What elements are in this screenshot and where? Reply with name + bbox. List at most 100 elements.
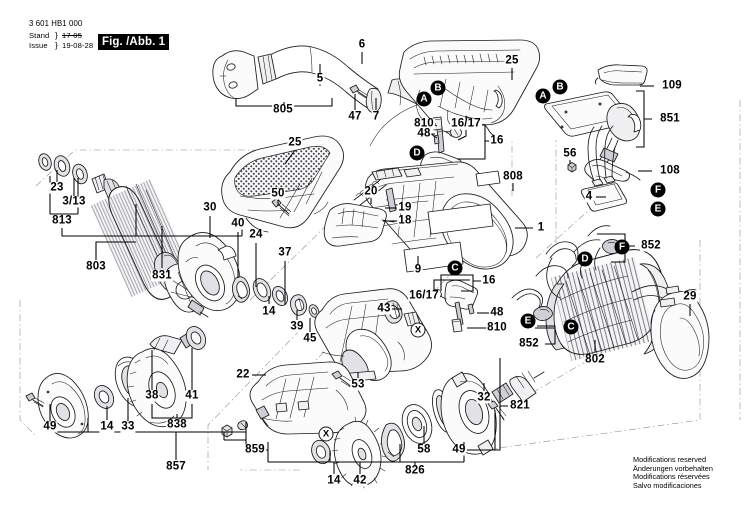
part-washer-14-a: [271, 286, 289, 306]
part-bearing-3-13-a: [53, 155, 71, 177]
part-screw-53: [331, 370, 355, 389]
part-bearing-3-13-b: [72, 163, 88, 185]
revision-row-issue: Issue } 19-08-28: [29, 39, 94, 51]
brace-glyph: }: [55, 39, 58, 50]
callout-number: 803: [85, 260, 107, 273]
callout-number: 857: [165, 460, 187, 473]
callout-number: 37: [277, 246, 293, 259]
callout-number: 23: [49, 181, 65, 194]
part-bearing-14-c: [311, 439, 331, 465]
callout-number: 33: [120, 420, 136, 433]
reference-marker-e: E: [520, 313, 536, 329]
callout-number: 821: [509, 399, 531, 412]
reference-marker-x: X: [410, 322, 426, 338]
callout-number: 851: [659, 112, 681, 125]
callout-number: 41: [184, 389, 200, 402]
callout-number: 53: [350, 378, 366, 391]
callout-number: 50: [270, 187, 286, 200]
callout-number: 14: [99, 420, 115, 433]
callout-number: 32: [476, 391, 492, 404]
callout-number: 1: [536, 221, 546, 234]
callout-number: 805: [272, 103, 294, 116]
part-screw-47: [349, 84, 368, 99]
callout-number: 56: [562, 147, 578, 160]
part-circlip-40: [231, 276, 251, 303]
leader-lines: [49, 52, 691, 474]
callout-number: 6: [357, 38, 367, 51]
part-armature-831: [90, 173, 209, 318]
callout-number: 826: [404, 464, 426, 477]
footer-disclaimer: Modifications reserved Änderungen vorbeh…: [633, 455, 713, 491]
callout-number: 25: [504, 54, 520, 67]
reference-marker-e: E: [650, 201, 666, 217]
callout-number: 43: [376, 302, 392, 315]
callout-number: 838: [166, 418, 188, 431]
callout-number: 20: [363, 185, 379, 198]
callout-number: 7: [371, 110, 381, 123]
footer-line-es: Salvo modificaciones: [633, 481, 702, 491]
part-motor-housing-1: [364, 161, 528, 273]
callout-number: 58: [416, 443, 432, 456]
reference-marker-a: A: [535, 88, 551, 104]
callout-number: 813: [51, 214, 73, 227]
callout-number: 25: [287, 136, 303, 149]
callout-number: 39: [289, 320, 305, 333]
reference-marker-b: B: [552, 79, 568, 95]
callout-number: 859: [244, 443, 266, 456]
callout-number: 852: [518, 337, 540, 350]
part-cable-clamp-7: [365, 87, 382, 113]
part-bearing-41: [185, 326, 207, 350]
callout-number: 16: [489, 134, 505, 147]
callout-number: 40: [230, 217, 246, 230]
callout-number: 16/17: [450, 117, 482, 130]
part-spindle-32: [491, 370, 545, 404]
revision-date-issue: 19-08-28: [62, 40, 94, 50]
callout-number: 29: [682, 290, 698, 303]
revision-label-issue: Issue: [29, 40, 48, 50]
reference-marker-f: F: [650, 182, 666, 198]
callout-number: 14: [261, 305, 277, 318]
part-nut-56: [567, 162, 577, 173]
callout-number: 24: [248, 228, 264, 241]
footer-line-de: Änderungen vorbehalten: [633, 463, 713, 473]
part-trigger-18: [323, 203, 395, 247]
part-screw-49-left: [25, 392, 45, 408]
callout-number: 49: [42, 420, 58, 433]
reference-marker-c: C: [563, 319, 579, 335]
part-brush-spring-852-lower: [511, 288, 553, 322]
part-brush-cap-109: [594, 64, 648, 86]
part-cover-22: [249, 361, 367, 435]
footer-line-fr: Modifications réservées: [633, 472, 710, 482]
callout-number: 49: [451, 443, 467, 456]
callout-number: 30: [202, 201, 218, 214]
document-header: 3 601 HB1 000 Stand } 17-05 Issue } 19-0…: [29, 19, 94, 51]
callout-number: 3/13: [61, 195, 87, 208]
part-spindle-flange-821: [440, 371, 497, 456]
callout-number: 19: [397, 201, 413, 214]
reference-marker-c: C: [447, 260, 463, 276]
reference-marker-d: D: [409, 145, 425, 161]
callout-number: 48: [489, 306, 505, 319]
part-bearing-23: [38, 153, 52, 171]
part-brush-holder-851: [544, 91, 642, 165]
reference-marker-a: A: [416, 91, 432, 107]
part-washer-24: [252, 278, 272, 302]
part-deflector-29: [650, 285, 710, 379]
revision-label-stand: Stand: [29, 30, 50, 40]
callout-number: 802: [584, 353, 606, 366]
callout-number: 16/17: [408, 289, 440, 302]
callout-number: 109: [661, 79, 683, 92]
callout-number: 45: [302, 332, 318, 345]
callout-number: 808: [502, 170, 524, 183]
callout-number: 22: [235, 368, 251, 381]
part-gear-42: [331, 416, 389, 489]
reference-marker-b: B: [430, 80, 446, 96]
revision-row-stand: Stand } 17-05: [29, 31, 93, 41]
part-circlip-826: [381, 422, 405, 462]
callout-number: 9: [413, 263, 423, 276]
callout-number: 810: [413, 117, 435, 130]
callout-number: 14: [326, 474, 342, 487]
part-switch-block-lower: [432, 279, 479, 333]
